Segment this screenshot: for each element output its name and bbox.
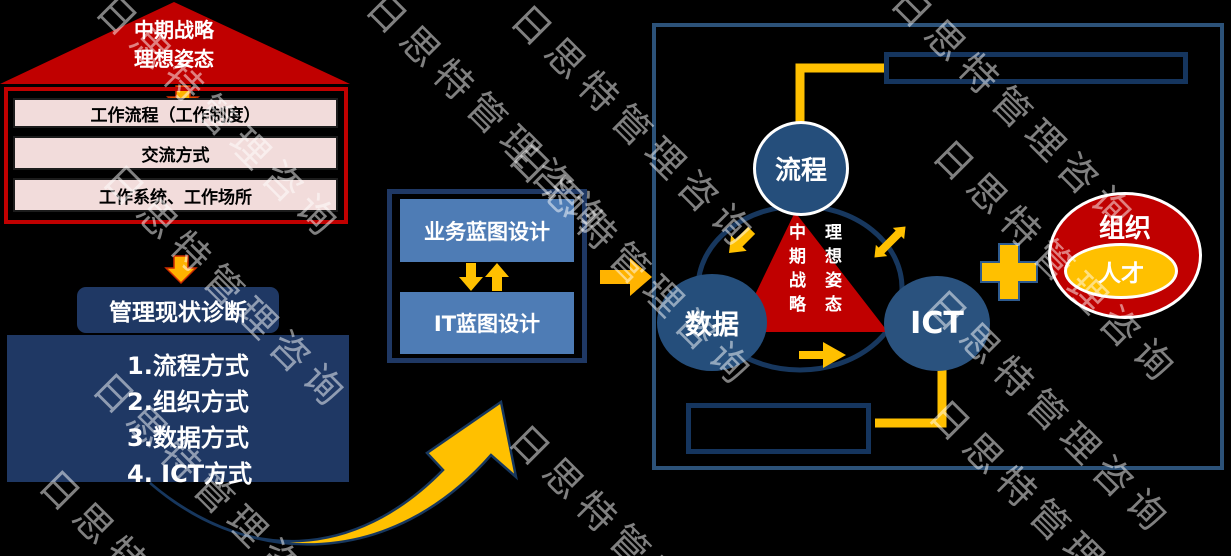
bent-arrow-icon [728,226,756,254]
connector-ict-to-bottom-rect [875,368,947,428]
triangle-text-left: 中期战略 [785,223,805,319]
list-item: 3.数据方式 [127,424,249,452]
bottom-empty-box [686,403,871,454]
target-model-frame [652,23,1224,470]
right-arrow-icon [600,258,652,296]
roof-title: 中期战略 理想姿态 [74,16,274,74]
diagnosis-title: 管理现状诊断 [77,287,279,333]
up-arrow-icon [485,263,509,291]
strategy-triangle [737,212,888,332]
connector-process-to-top-rect [795,63,884,122]
triangle-text-right: 理想姿态 [821,223,841,319]
roof-line2: 理想姿态 [134,47,214,71]
down-arrow-icon [164,255,198,285]
house-roof-triangle [0,2,350,84]
organization-label: 组织 [1098,214,1151,244]
ict-circle: ICT [884,276,990,371]
roof-line1: 中期战略 [134,18,214,42]
curved-arrow-icon [149,399,518,546]
double-arrow-icon [874,226,906,258]
organization-ellipse: 组织 人才 [1048,192,1202,319]
house-row: 工作系统、工作场所 [13,178,338,212]
top-empty-box [884,52,1188,84]
process-circle: 流程 [753,121,849,216]
business-blueprint-box: 业务蓝图设计 [400,199,574,262]
diagnosis-list: 1.流程方式 2.组织方式 3.数据方式 4. ICT方式 [7,335,349,488]
down-arrow-icon [459,263,483,291]
plus-icon [980,243,1038,301]
data-circle: 数据 [657,274,767,371]
list-item: 4. ICT方式 [127,460,253,488]
list-item: 1.流程方式 [127,352,249,380]
right-arrow-icon [799,342,846,368]
list-item: 2.组织方式 [127,388,249,416]
it-blueprint-box: IT蓝图设计 [400,292,574,354]
house-row: 交流方式 [13,136,338,170]
talent-ellipse: 人才 [1064,243,1178,299]
blueprint-frame [387,189,587,363]
house-body: 工作流程（工作制度） 交流方式 工作系统、工作场所 [4,87,348,224]
house-row: 工作流程（工作制度） [13,98,338,128]
